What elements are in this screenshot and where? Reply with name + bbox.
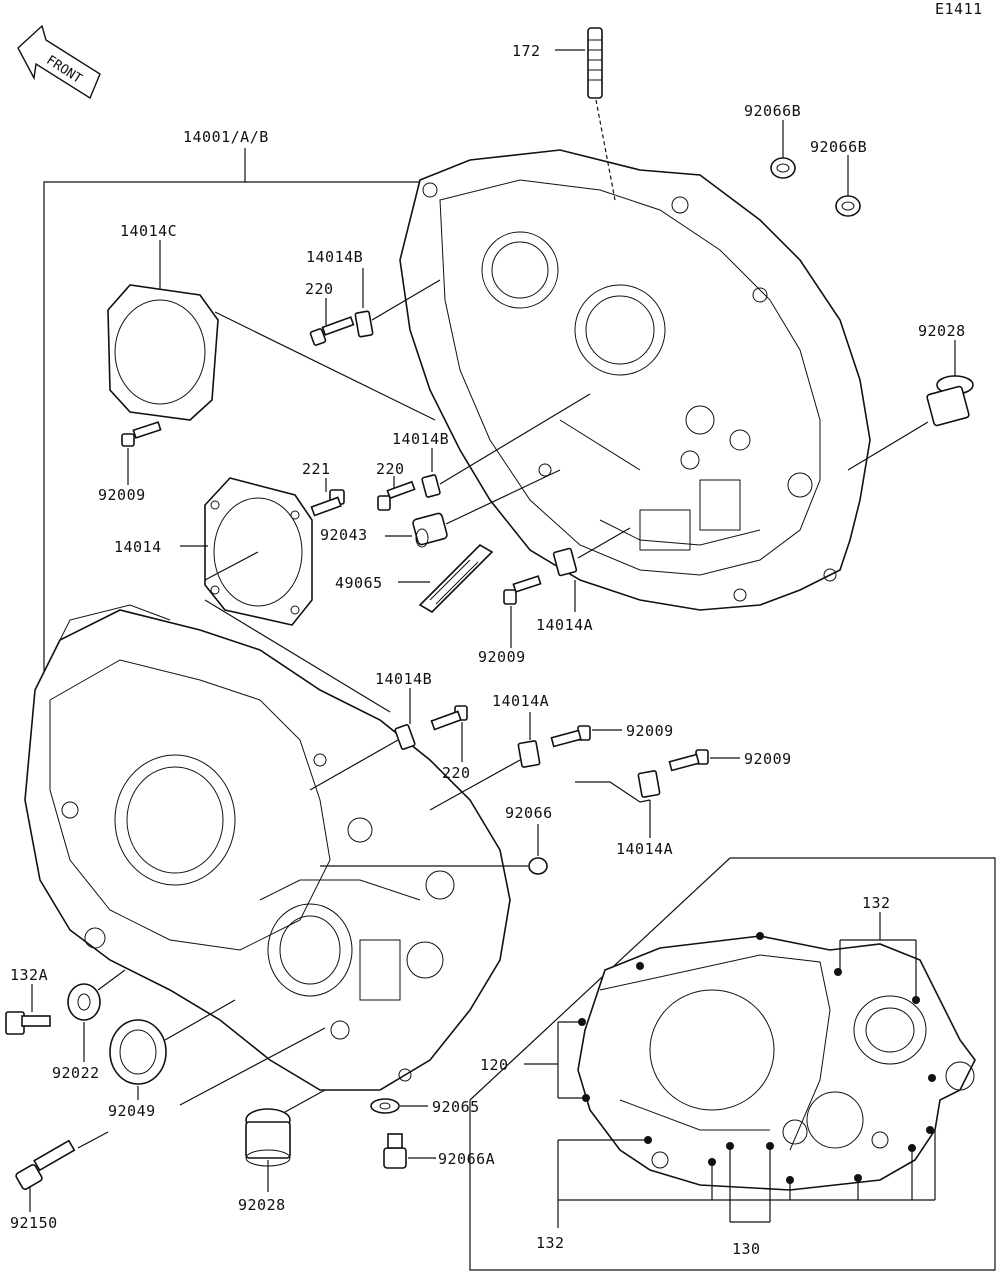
label-132-top: 132 — [862, 894, 891, 912]
label-220-3: 220 — [442, 764, 471, 782]
label-130: 130 — [732, 1240, 761, 1258]
label-172: 172 — [512, 42, 541, 60]
washer-92065 — [370, 1098, 400, 1114]
label-92066b-2: 92066B — [810, 138, 867, 156]
plate-14014a-2 — [517, 740, 541, 768]
ring-92066b-2 — [835, 195, 861, 217]
oil-seal-92049 — [109, 1019, 167, 1085]
leader-130 — [729, 1146, 771, 1223]
front-arrow-icon: FRONT — [17, 24, 101, 100]
label-14014b-2: 14014B — [392, 430, 449, 448]
label-14001: 14001/A/B — [183, 128, 269, 146]
label-120: 120 — [480, 1056, 509, 1074]
label-92009-4: 92009 — [744, 750, 792, 768]
label-14014a-2: 14014A — [492, 692, 549, 710]
bushing-92028-1 — [926, 375, 974, 427]
label-221: 221 — [302, 460, 331, 478]
leader-132-bottom — [557, 1130, 936, 1228]
gasket-14014 — [204, 477, 313, 626]
label-14014c: 14014C — [120, 222, 177, 240]
label-14014a-1: 14014A — [536, 616, 593, 634]
label-92009-1: 92009 — [98, 486, 146, 504]
bushing-92028-2 — [245, 1108, 291, 1167]
diagram-code: E1411 — [935, 0, 983, 18]
plate-14014b-1 — [354, 310, 374, 338]
plate-14014b-2 — [421, 474, 441, 498]
label-14014b-1: 14014B — [306, 248, 363, 266]
bolt-92009-4 — [668, 749, 709, 772]
label-92065: 92065 — [432, 1098, 480, 1116]
bolt-220-2 — [377, 480, 416, 511]
label-132a: 132A — [10, 966, 48, 984]
label-92022: 92022 — [52, 1064, 100, 1082]
bolt-92150 — [15, 1139, 76, 1190]
plate-49065 — [418, 543, 494, 614]
label-92009-2: 92009 — [478, 648, 526, 666]
label-92028-1: 92028 — [918, 322, 966, 340]
assembly-bracket — [43, 148, 420, 690]
label-92049: 92049 — [108, 1102, 156, 1120]
inset-crankcase-view — [577, 932, 976, 1191]
gasket-14014c — [107, 284, 219, 421]
bolt-220-1 — [309, 316, 355, 346]
label-14014b-3: 14014B — [375, 670, 432, 688]
label-14014a-3: 14014A — [616, 840, 673, 858]
label-92028-2: 92028 — [238, 1196, 286, 1214]
label-132-bottom: 132 — [536, 1234, 565, 1252]
label-220-2: 220 — [376, 460, 405, 478]
leader-120 — [524, 1021, 586, 1099]
bolt-221 — [310, 489, 345, 517]
plug-92066a — [383, 1133, 407, 1169]
label-92066b-1: 92066B — [744, 102, 801, 120]
bolt-220-3 — [430, 705, 468, 731]
label-92066a: 92066A — [438, 1150, 495, 1168]
label-14014: 14014 — [114, 538, 162, 556]
dowel-92043 — [412, 512, 448, 548]
label-92043: 92043 — [320, 526, 368, 544]
inset-panel — [469, 857, 996, 1271]
label-220-1: 220 — [305, 280, 334, 298]
plate-14014a-3 — [637, 770, 661, 798]
plate-14014b-3 — [394, 724, 416, 750]
left-crankcase-half — [24, 604, 511, 1091]
bolt-92009-1 — [121, 421, 162, 447]
leader-132-top — [839, 912, 917, 1000]
label-49065: 49065 — [335, 574, 383, 592]
right-crankcase-half — [399, 149, 871, 611]
plug-92066 — [528, 857, 548, 875]
bolt-132a — [5, 1011, 51, 1035]
label-92150: 92150 — [10, 1214, 58, 1232]
plate-14014a-1 — [552, 547, 578, 577]
bolt-92009-3 — [550, 725, 591, 748]
label-92066: 92066 — [505, 804, 553, 822]
ring-92066b-1 — [770, 157, 796, 179]
label-92009-3: 92009 — [626, 722, 674, 740]
stud-172 — [587, 27, 616, 201]
washer-92022 — [67, 983, 101, 1021]
bolt-92009-2 — [503, 575, 542, 605]
